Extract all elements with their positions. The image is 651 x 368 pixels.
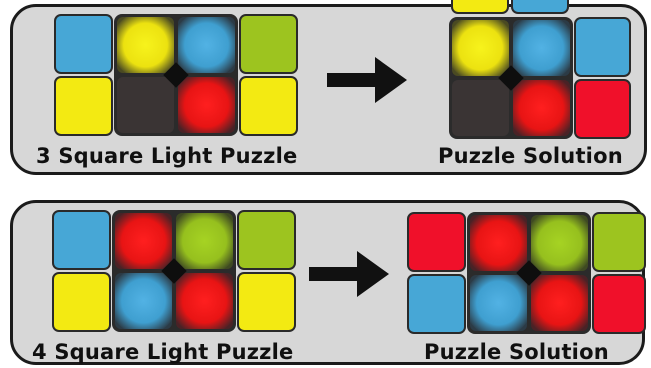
- solution-1-label: Puzzle Solution: [438, 144, 623, 168]
- puzzle-1-left-square-top: [54, 14, 113, 74]
- solution-2-light-cell: [531, 215, 588, 271]
- puzzle-2-light-board: [112, 210, 236, 332]
- puzzle-1-left-square-bottom: [54, 76, 113, 136]
- yellow-light-glow: [452, 20, 509, 76]
- puzzle-2-light-cell: [115, 273, 172, 329]
- puzzle-1-light-cell: [117, 17, 174, 73]
- puzzle-2-right-square-top: [237, 210, 296, 270]
- blue-light-glow: [115, 273, 172, 329]
- right-arrow-icon: [309, 250, 391, 298]
- puzzle-2-label: 4 Square Light Puzzle: [32, 340, 293, 364]
- red-light-glow: [178, 77, 235, 133]
- solution-2-light-cell: [470, 215, 527, 271]
- solution-1-light-board: [449, 17, 573, 139]
- puzzle-2-left-square-top: [52, 210, 111, 270]
- solution-2-light-cell: [470, 275, 527, 331]
- blue-light-glow: [178, 17, 235, 73]
- green-light-glow: [176, 213, 233, 269]
- puzzle-1-light-board: [114, 14, 238, 136]
- solution-2-right-square-top: [592, 212, 646, 272]
- solution-1-right-square-top: [574, 17, 631, 77]
- puzzle-2-light-cell: [115, 213, 172, 269]
- solution-1-light-cell: [452, 20, 509, 76]
- solution-2-right-square-bottom: [592, 274, 646, 334]
- puzzle-2-light-cell: [176, 213, 233, 269]
- solution-1-top-square-left: [451, 0, 509, 14]
- puzzle-2-left-square-bottom: [52, 272, 111, 332]
- puzzle-1-light-cell: [178, 17, 235, 73]
- puzzle-1-label: 3 Square Light Puzzle: [36, 144, 297, 168]
- blue-light-glow: [470, 275, 527, 331]
- solution-1-light-cell: [452, 80, 509, 136]
- solution-2-label: Puzzle Solution: [424, 340, 609, 364]
- right-arrow-icon: [327, 56, 409, 104]
- puzzle-2-right-square-bottom: [237, 272, 296, 332]
- solution-2-light-cell: [531, 275, 588, 331]
- solution-2-light-board: [467, 212, 591, 334]
- puzzle-2-light-cell: [176, 273, 233, 329]
- solution-2-left-square-bottom: [407, 274, 466, 334]
- green-light-glow: [531, 215, 588, 271]
- yellow-light-glow: [117, 17, 174, 73]
- red-light-glow: [531, 275, 588, 331]
- blue-light-glow: [513, 20, 570, 76]
- solution-2-left-square-top: [407, 212, 466, 272]
- red-light-glow: [115, 213, 172, 269]
- puzzle-1-light-cell: [117, 77, 174, 133]
- solution-1-right-square-bottom: [574, 79, 631, 139]
- solution-1-top-square-right: [511, 0, 569, 14]
- puzzle-1-right-square-top: [239, 14, 298, 74]
- solution-1-light-cell: [513, 20, 570, 76]
- solution-1-light-cell: [513, 80, 570, 136]
- red-light-glow: [513, 80, 570, 136]
- puzzle-1-right-square-bottom: [239, 76, 298, 136]
- red-light-glow: [470, 215, 527, 271]
- red-light-glow: [176, 273, 233, 329]
- puzzle-1-light-cell: [178, 77, 235, 133]
